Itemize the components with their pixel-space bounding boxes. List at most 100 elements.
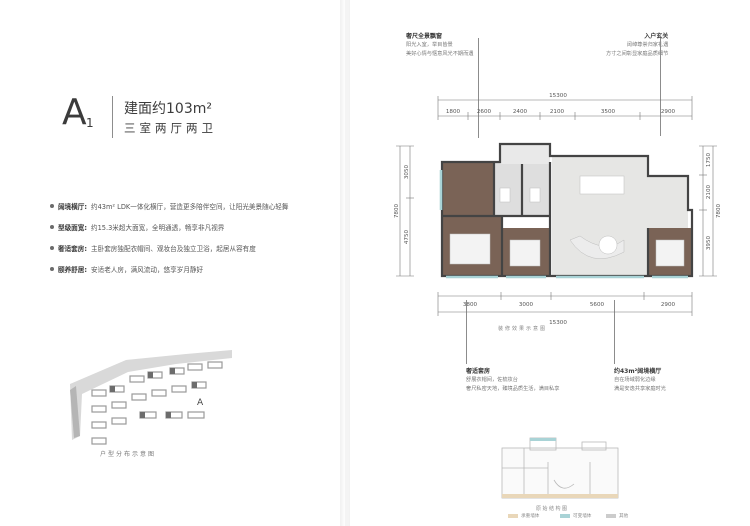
site-plan-map — [70, 350, 232, 445]
annotation-text: 自在场域弱化边缘 — [614, 377, 656, 383]
left-page: A 1 建面约103m² 三室两厅两卫 阔境横厅:约43m² LDK一体化横厅，… — [0, 0, 345, 526]
plan-caption: 装修效果示意图 — [498, 326, 548, 332]
unit-code: A — [62, 92, 87, 133]
dim-left-total: 7800 — [394, 203, 400, 218]
annotation-leader — [466, 300, 467, 364]
bullet-icon — [50, 267, 54, 271]
bullet-icon — [50, 204, 54, 208]
dim-left: 4750 — [404, 229, 410, 244]
toilet — [499, 187, 511, 203]
annotation-entrance: 入户玄关 阔绰尊崇归家礼遇 方寸之间彰显家庭品质细节 — [606, 32, 668, 59]
dim-bottom: 3000 — [519, 302, 534, 308]
dim-right: 3950 — [706, 235, 712, 250]
annotation-text: 奢尺私密天地，臻境品质生活，满目私享 — [466, 386, 560, 392]
legend-label: 承重墙体 — [521, 514, 540, 519]
feature-title: 奢适套房: — [58, 245, 88, 253]
structure-bearing-wall — [502, 494, 618, 498]
site-edge — [70, 386, 80, 438]
toilet — [529, 187, 541, 203]
unit-subcode: 1 — [86, 116, 94, 130]
room-entrance — [648, 176, 688, 228]
annotation-text: 满是安逸共享家庭时光 — [614, 386, 666, 392]
legend-item: 承重墙体 — [508, 513, 539, 519]
dim-right-total: 7800 — [716, 203, 722, 218]
feature-item: 颐养舒居:安适老人房，满风流动，悠享岁月静好 — [50, 259, 335, 279]
annotation-leader — [660, 38, 661, 136]
structure-diagram — [501, 437, 619, 499]
annotation-living-hall: 约43m²阔境横厅 自在场域弱化边缘 满是安逸共享家庭时光 — [614, 367, 666, 394]
feature-title: 颐养舒居: — [58, 266, 88, 274]
annotation-title: 入户玄关 — [644, 33, 669, 40]
dim-right: 1750 — [706, 152, 712, 167]
bullet-icon — [50, 246, 54, 250]
dim-right: 2100 — [706, 184, 712, 199]
dim-top: 1800 — [446, 109, 461, 115]
coffee-table — [598, 235, 618, 255]
structure-variable-wall — [530, 438, 556, 441]
room-bedroom-study — [442, 162, 494, 216]
site-highlighted-units — [110, 368, 197, 418]
annotation-text: 美好心情与惬意风光不期而遇 — [406, 51, 474, 57]
dim-top: 2900 — [661, 109, 676, 115]
unit-rooms: 三室两厅两卫 — [124, 121, 217, 135]
dim-left: 3050 — [404, 164, 410, 179]
structure-outline — [501, 447, 619, 499]
site-plan-caption: 户型分布示意图 — [100, 451, 157, 458]
annotation-text: 阔绰尊崇归家礼遇 — [626, 42, 669, 48]
feature-item: 阔境横厅:约43m² LDK一体化横厅，营造更多陪伴空间，让阳光美景随心轻舞 — [50, 196, 335, 216]
annotation-text: 方寸之间彰显家庭品质细节 — [606, 51, 669, 57]
legend-item: 其他 — [606, 513, 628, 519]
annotation-bay-window: 奢尺全景飘窗 阳光入室，举目皆景 美好心情与惬意风光不期而遇 — [406, 32, 473, 59]
feature-title: 阔境横厅: — [58, 203, 88, 211]
dim-top: 2600 — [477, 109, 492, 115]
dim-top: 2100 — [550, 109, 565, 115]
dim-bottom: 2900 — [661, 302, 676, 308]
dim-top-total: 15300 — [549, 93, 567, 99]
dining-table — [579, 175, 625, 195]
top-dimension-lines — [396, 96, 717, 316]
dim-bottom-total: 15300 — [549, 320, 567, 326]
legend-item: 可变墙体 — [560, 513, 591, 519]
bullet-icon — [50, 225, 54, 229]
floor-plan: 15300 1800 2600 2400 2100 3500 2900 3800… — [394, 93, 722, 326]
dim-top: 2400 — [513, 109, 528, 115]
master-bed — [449, 233, 491, 265]
feature-item: 型级面宽:约15.3米超大面宽，全明通透，畅享非凡视界 — [50, 217, 335, 237]
annotation-leader — [478, 38, 479, 138]
structure-walls — [502, 437, 607, 498]
plan-furniture — [449, 175, 685, 267]
legend-label: 其他 — [619, 514, 629, 519]
feature-text: 约43m² LDK一体化横厅，营造更多陪伴空间，让阳光美景随心轻舞 — [91, 203, 289, 211]
legend-swatch — [560, 514, 570, 518]
legend-swatch — [508, 514, 518, 518]
annotation-text: 阳光入室，举目皆景 — [406, 42, 453, 48]
feature-text: 约15.3米超大面宽，全明通透，畅享非凡视界 — [91, 224, 225, 232]
second-bed — [509, 239, 541, 267]
legend-label: 可变墙体 — [573, 514, 592, 519]
annotation-text: 舒展衣帽间，佐梳妆台 — [466, 377, 518, 383]
elder-bed — [655, 239, 685, 267]
plan-windows — [439, 170, 688, 279]
room-kitchen — [500, 144, 550, 164]
plan-walls — [440, 142, 694, 278]
annotation-title: 约43m²阔境横厅 — [614, 368, 662, 375]
site-road — [70, 350, 232, 440]
unit-area: 建面约103m² — [124, 101, 212, 117]
legend-swatch — [606, 514, 616, 518]
annotation-master-suite: 奢适套房 舒展衣帽间，佐梳妆台 奢尺私密天地，臻境品质生活，满目私享 — [466, 367, 559, 394]
annotation-title: 奢尺全景飘窗 — [406, 33, 443, 40]
dim-top: 3500 — [601, 109, 616, 115]
title-divider — [112, 96, 113, 138]
annotation-leader — [614, 300, 615, 364]
north-arrow-icon: A — [197, 398, 204, 408]
feature-text: 安适老人房，满风流动，悠享岁月静好 — [91, 266, 204, 274]
feature-item: 奢适套房:主卧套房独配衣帽间、观妆台及独立卫浴，起居从容有度 — [50, 238, 335, 258]
feature-title: 型级面宽: — [58, 224, 88, 232]
structure-caption: 原始结构图 — [536, 506, 569, 512]
dim-bottom: 5600 — [590, 302, 605, 308]
annotation-title: 奢适套房 — [466, 368, 491, 375]
feature-list: 阔境横厅:约43m² LDK一体化横厅，营造更多陪伴空间，让阳光美景随心轻舞 型… — [50, 196, 335, 280]
dim-bottom: 3800 — [463, 302, 478, 308]
feature-text: 主卧套房独配衣帽间、观妆台及独立卫浴，起居从容有度 — [91, 245, 256, 253]
